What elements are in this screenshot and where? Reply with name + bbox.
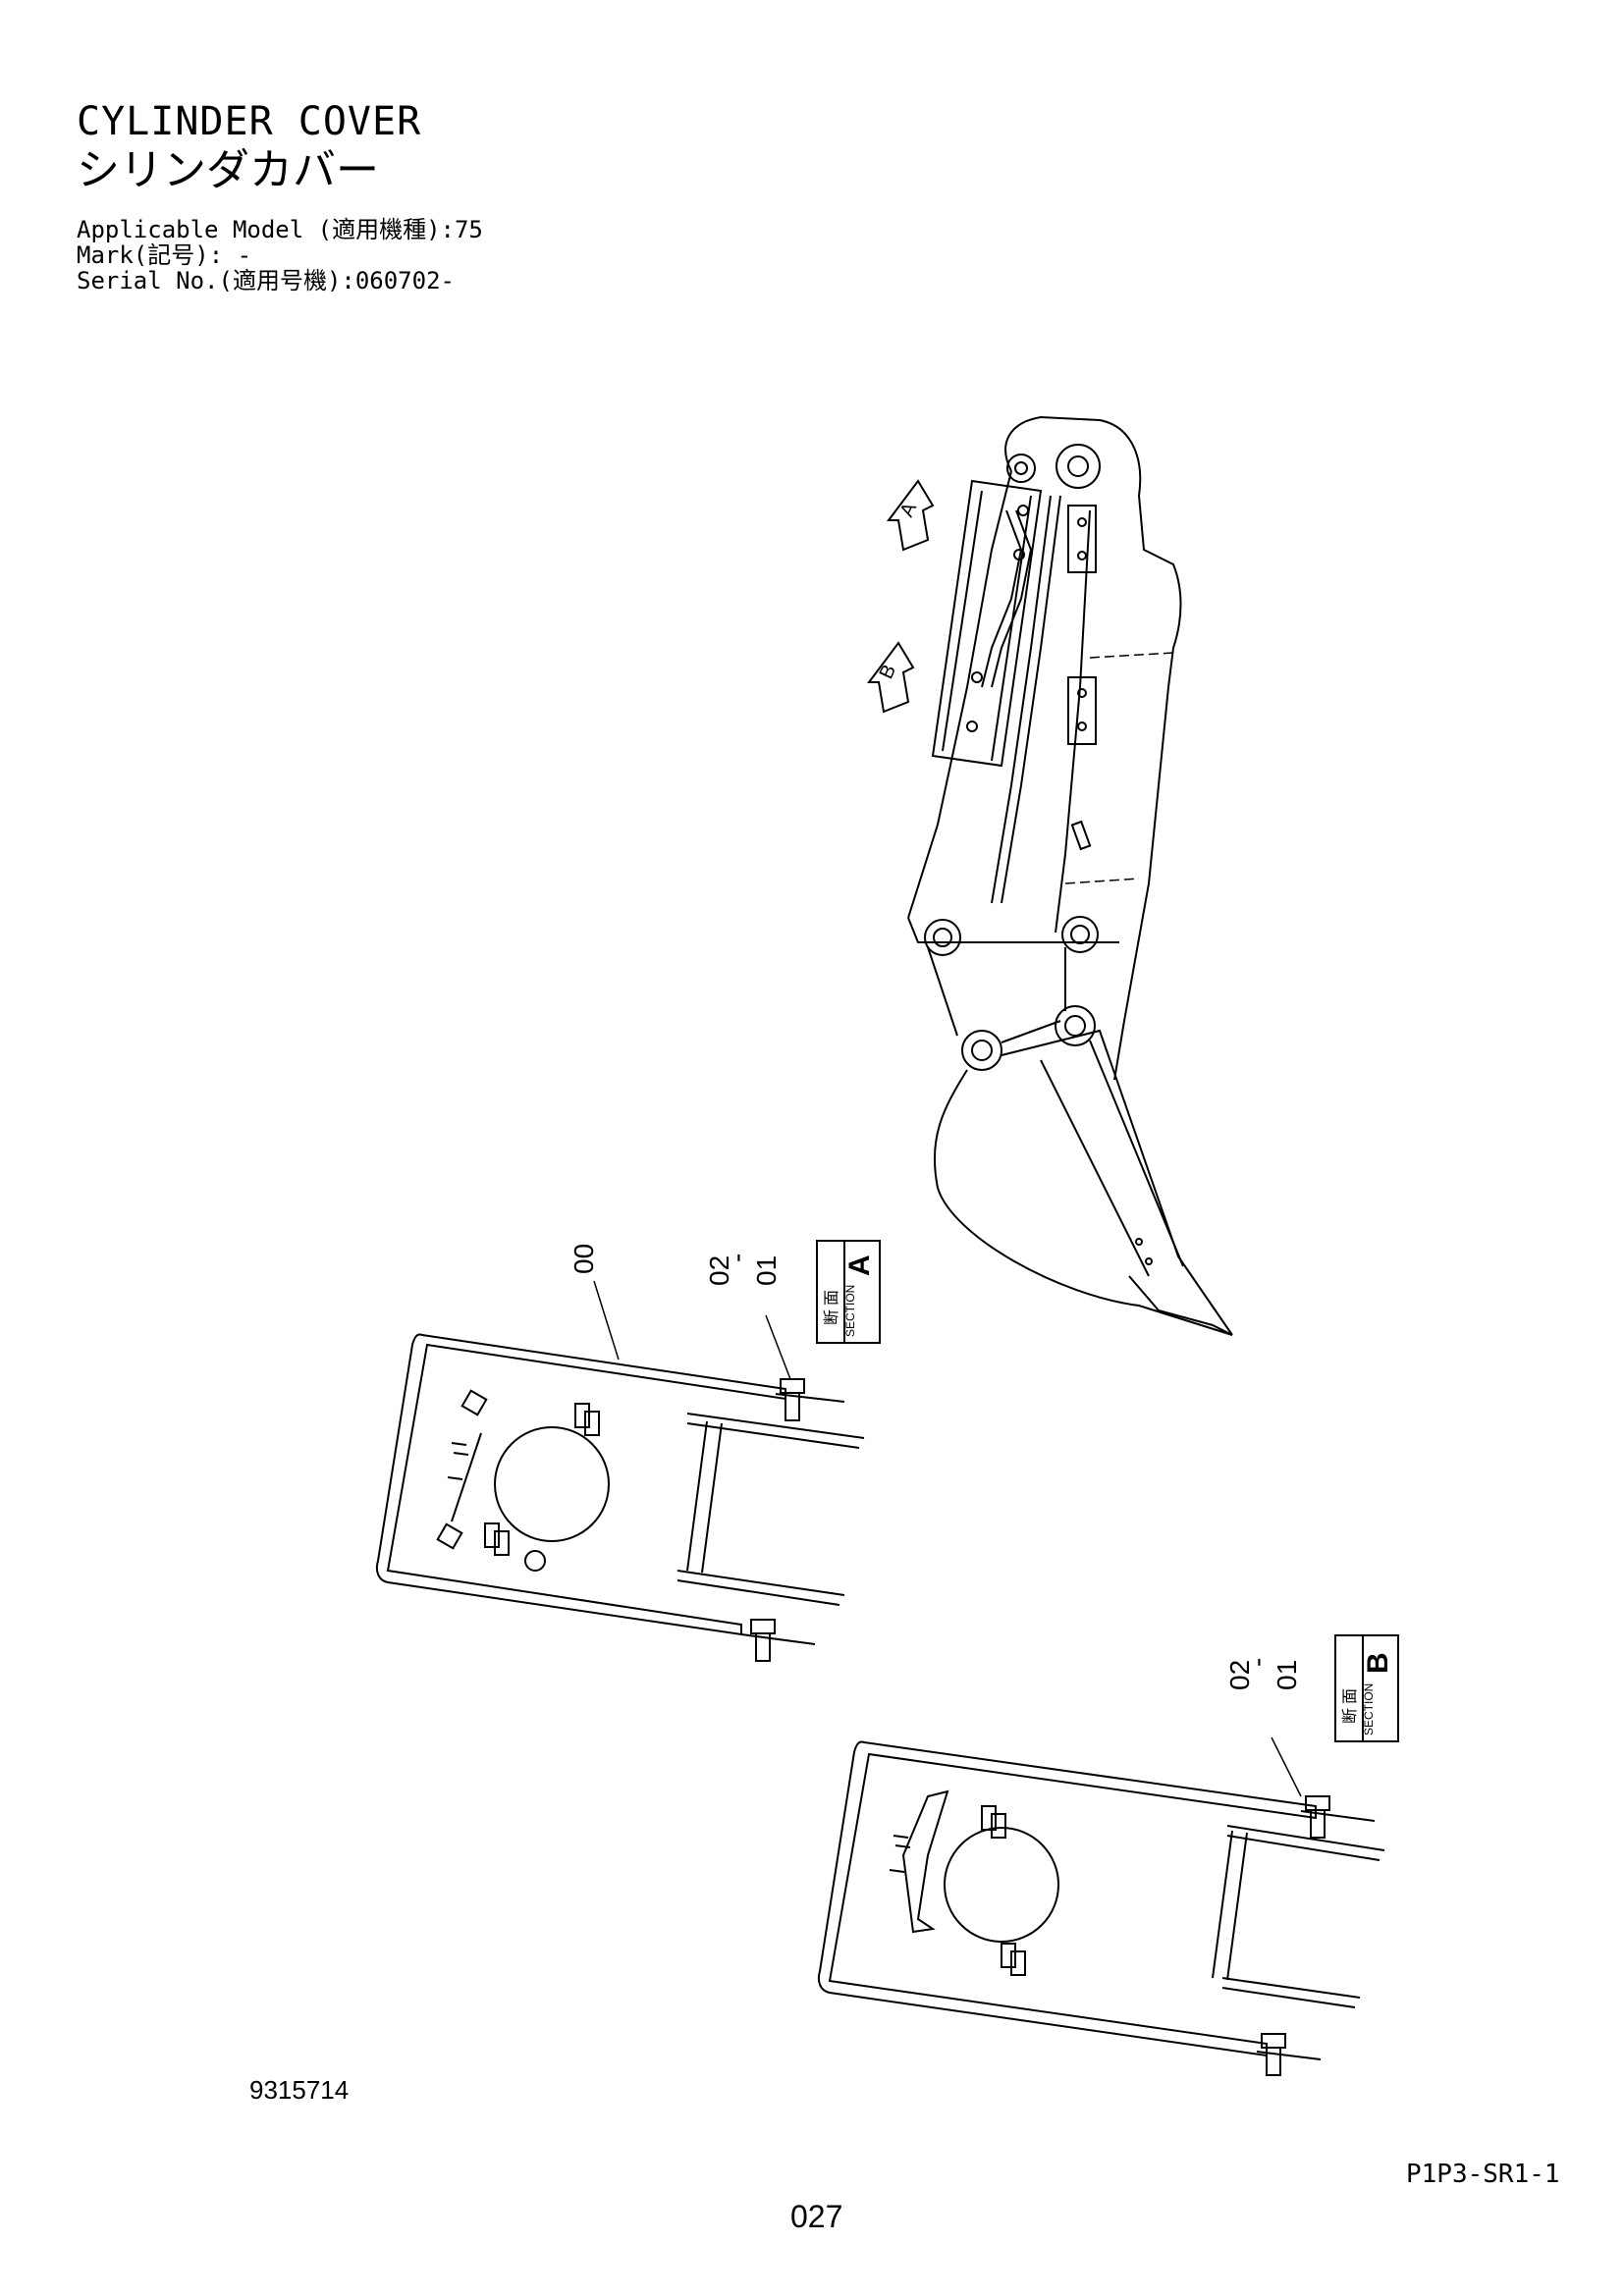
callout-a-bolt-top: 02: [704, 1255, 734, 1286]
section-b-jp-1: 断: [1341, 1708, 1359, 1724]
document-number: 9315714: [249, 2075, 350, 2105]
applicable-model: Applicable Model (適用機種):75: [77, 216, 483, 243]
mark: Mark(記号): -: [77, 241, 252, 269]
section-b-en: SECTION: [1362, 1683, 1376, 1735]
section-b-label: B 断 面 SECTION: [1341, 1652, 1394, 1735]
title-english: CYLINDER COVER: [77, 99, 422, 144]
title-japanese: シリンダカバー: [77, 145, 379, 195]
callout-a-bolt-bottom: 01: [751, 1255, 782, 1286]
callout-a-cover: 00: [568, 1244, 599, 1274]
section-b-jp-2: 面: [1342, 1688, 1359, 1704]
view-arrow-a-label: A: [896, 499, 922, 520]
callout-b-dash: -: [1242, 1658, 1272, 1667]
view-arrow-a: A: [887, 479, 935, 552]
section-a-en: SECTION: [843, 1285, 857, 1337]
page-number: 027: [790, 2199, 843, 2234]
view-arrow-b: B: [867, 641, 915, 714]
callout-a-dash: -: [722, 1254, 752, 1262]
view-arrow-b-label: B: [876, 662, 901, 682]
section-a-letter: A: [843, 1255, 876, 1276]
section-b-letter: B: [1362, 1652, 1394, 1674]
section-a-label: A 断 面 SECTION: [823, 1255, 876, 1337]
section-b-view: [817, 1740, 1385, 2076]
serial-number: Serial No.(適用号機):060702-: [77, 267, 455, 294]
page-code: P1P3-SR1-1: [1406, 2160, 1560, 2189]
section-a-view: [375, 1333, 865, 1662]
section-a-jp-1: 断: [823, 1309, 840, 1325]
callout-b-bolt-top: 02: [1224, 1660, 1255, 1690]
callout-b-bolt-bottom: 01: [1272, 1660, 1302, 1690]
section-a-jp-2: 面: [824, 1290, 840, 1306]
ripper-arm-assembly: [907, 415, 1233, 1336]
